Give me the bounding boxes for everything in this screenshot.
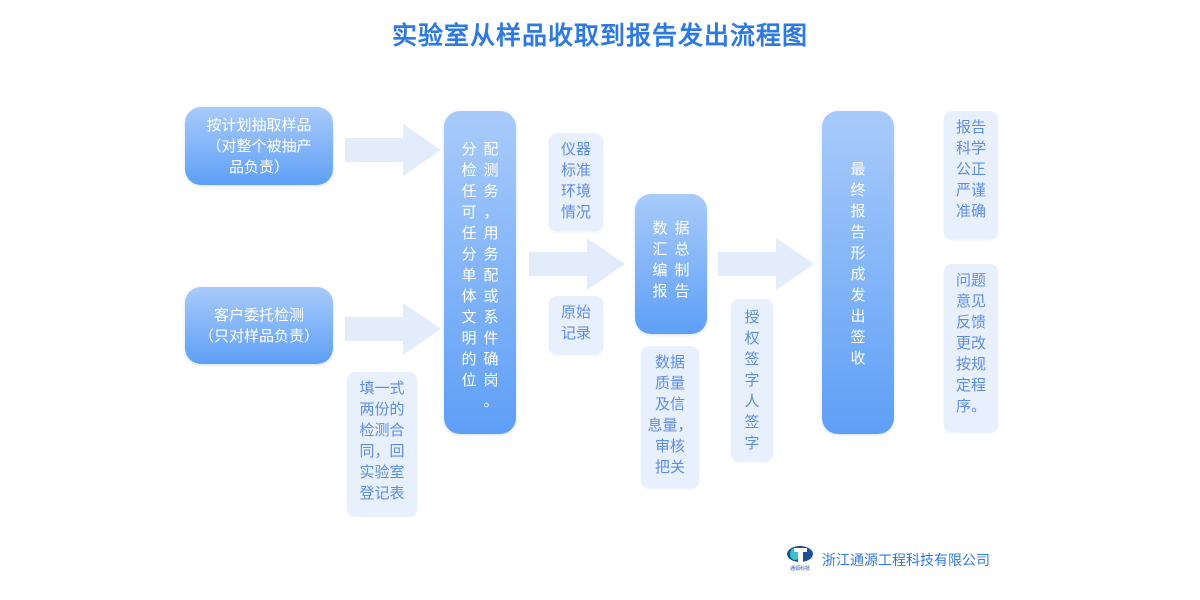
arrow-right-icon — [345, 124, 441, 176]
vertical-char: 系 — [483, 308, 499, 326]
vertical-char: 测 — [483, 161, 499, 179]
vertical-char: 成 — [850, 265, 866, 283]
vertical-char: 。 — [483, 392, 499, 410]
vertical-char: 分 — [461, 140, 477, 158]
report-quality-note: 报告 科学 公正 严谨 准确 — [944, 111, 998, 239]
vertical-char: 检 — [461, 161, 477, 179]
vertical-char: 告 — [674, 282, 690, 300]
vertical-char: 岗 — [483, 371, 499, 389]
client-request-box: 客户委托检测 （只对样品负责） — [185, 287, 333, 364]
vertical-char: 签 — [744, 350, 760, 368]
contract-note: 填一式 两份的 检测合 同，回 实验室 登记表 — [347, 372, 417, 516]
vertical-char: 最 — [850, 160, 866, 178]
vertical-char: 报 — [652, 282, 668, 300]
vertical-char: 用 — [483, 224, 499, 242]
vertical-char: 授 — [744, 308, 760, 326]
final-report-box: 最终报告形成发出签收 — [822, 111, 894, 434]
vertical-char: 据 — [674, 219, 690, 237]
page-title: 实验室从样品收取到报告发出流程图 — [391, 21, 808, 50]
vertical-char: 任 — [461, 182, 477, 200]
data-compile-box: 据总制告 数汇编报 — [635, 194, 707, 334]
vertical-char: 终 — [850, 181, 866, 199]
vertical-char: 单 — [461, 266, 477, 284]
vertical-char: 确 — [483, 350, 499, 368]
vertical-char: 的 — [461, 350, 477, 368]
vertical-char: 位 — [461, 371, 477, 389]
vertical-char: 字 — [744, 371, 760, 389]
vertical-char: ， — [483, 203, 499, 221]
arrow-right-icon — [718, 238, 814, 290]
vertical-char: 字 — [744, 434, 760, 452]
vertical-char: 分 — [461, 245, 477, 263]
company-name: 浙江通源工程科技有限公司 — [822, 553, 990, 569]
vertical-char: 制 — [674, 261, 690, 279]
signature-note: 授权签字人签字 — [731, 299, 773, 461]
vertical-char: 报 — [850, 202, 866, 220]
arrow-right-icon — [345, 303, 441, 355]
company-logo-icon: 通源科技 — [787, 546, 813, 572]
vertical-char: 任 — [461, 224, 477, 242]
vertical-char: 告 — [850, 223, 866, 241]
vertical-char: 文 — [461, 308, 477, 326]
vertical-char: 收 — [850, 349, 866, 367]
feedback-note: 问题 意见 反馈 更改 按规 定程 序。 — [944, 264, 998, 432]
vertical-char: 可 — [461, 203, 477, 221]
vertical-char: 出 — [850, 307, 866, 325]
vertical-char: 数 — [652, 219, 668, 237]
vertical-char: 件 — [483, 329, 499, 347]
data-quality-note: 数据 质量 及信 息量， 审核 把关 — [641, 346, 699, 488]
vertical-char: 配 — [483, 266, 499, 284]
final-report-col: 最终报告形成发出签收 — [850, 159, 866, 369]
vertical-char: 形 — [850, 244, 866, 262]
svg-text:通源科技: 通源科技 — [790, 565, 810, 572]
vertical-char: 人 — [744, 392, 760, 410]
vertical-char: 发 — [850, 286, 866, 304]
vertical-char: 编 — [652, 261, 668, 279]
arrow-right-icon — [529, 238, 625, 290]
task-assign-box: 配测务，用务配或系件确岗。 分检任可任分单体文明的位 — [444, 111, 516, 434]
instrument-note: 仪器 标准 环境 情况 — [549, 133, 603, 231]
task-assign-col-right: 配测务，用务配或系件确岗。 — [483, 139, 499, 412]
vertical-char: 务 — [483, 182, 499, 200]
task-assign-col-left: 分检任可任分单体文明的位 — [461, 139, 477, 391]
vertical-char: 权 — [744, 329, 760, 347]
data-compile-col-right: 据总制告 — [674, 218, 690, 302]
vertical-char: 签 — [744, 413, 760, 431]
vertical-char: 汇 — [652, 240, 668, 258]
vertical-char: 配 — [483, 140, 499, 158]
data-compile-col-left: 数汇编报 — [652, 218, 668, 302]
original-record-note: 原始 记录 — [549, 296, 603, 354]
vertical-char: 总 — [674, 240, 690, 258]
vertical-char: 务 — [483, 245, 499, 263]
vertical-char: 或 — [483, 287, 499, 305]
vertical-char: 明 — [461, 329, 477, 347]
vertical-char: 签 — [850, 328, 866, 346]
sampling-box: 按计划抽取样品 （对整个被抽产 品负责） — [185, 107, 333, 185]
vertical-char: 体 — [461, 287, 477, 305]
